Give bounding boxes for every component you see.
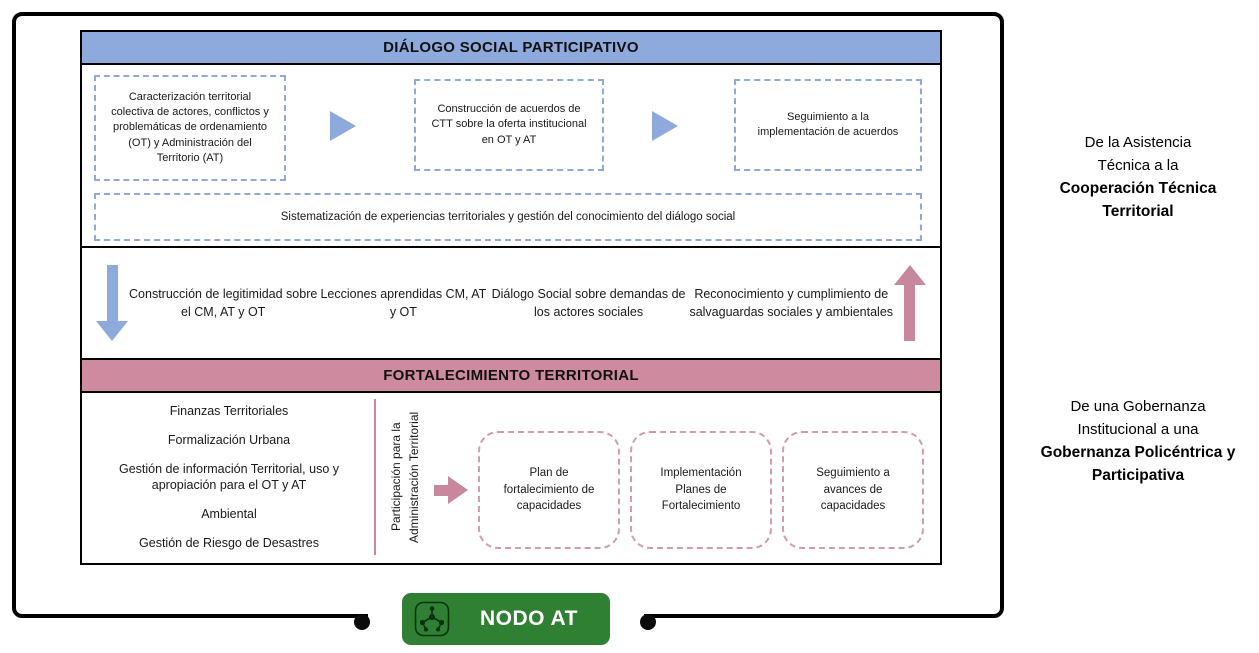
capacity-steps: Plan de fortalecimiento de capacidades I… bbox=[478, 431, 924, 549]
right-arrow-shaft bbox=[434, 484, 448, 496]
nodo-at-badge: NODO AT bbox=[402, 593, 610, 645]
sistematizacion-box: Sistematización de experiencias territor… bbox=[94, 193, 922, 241]
capacity-step-1-label: Plan de fortalecimiento de capacidades bbox=[503, 466, 595, 513]
dialogo-step-1-label: Caracterización territorial colectiva de… bbox=[111, 90, 269, 165]
participacion-label-wrap: Participación para la Administración Ter… bbox=[380, 397, 430, 557]
annotation-gobernanza: De una Gobernanza Institucional a una Go… bbox=[1022, 396, 1254, 488]
dialogo-step-1: Caracterización territorial colectiva de… bbox=[94, 75, 286, 181]
dialogo-step-3: Seguimiento a la implementación de acuer… bbox=[734, 79, 922, 171]
nodo-at-label: NODO AT bbox=[480, 607, 578, 630]
exchange-item-1: Construcción de legitimidad sobre el CM,… bbox=[129, 286, 318, 319]
annotation-1-intro: De la Asistencia Técnica a la bbox=[1084, 134, 1192, 174]
participacion-label: Participación para la Administración Ter… bbox=[389, 411, 421, 543]
right-arrow-icon bbox=[330, 111, 356, 141]
down-arrow-head bbox=[96, 321, 128, 341]
right-arrow-head bbox=[448, 476, 468, 504]
capacity-step-1: Plan de fortalecimiento de capacidades bbox=[478, 431, 620, 549]
dialogo-step-2-label: Construcción de acuerdos de CTT sobre la… bbox=[431, 102, 587, 146]
vertical-divider bbox=[374, 399, 376, 555]
area-item-2: Formalización Urbana bbox=[167, 433, 291, 447]
exchange-item-3: Diálogo Social sobre demandas de los act… bbox=[491, 286, 686, 319]
dialogo-title: DIÁLOGO SOCIAL PARTICIPATIVO bbox=[383, 39, 639, 56]
down-arrow-icon bbox=[96, 265, 128, 341]
area-item-5: Gestión de Riesgo de Desastres bbox=[139, 535, 319, 550]
fortalecimiento-section: Finanzas Territoriales Formalización Urb… bbox=[82, 393, 940, 563]
area-item-1: Finanzas Territoriales bbox=[169, 404, 289, 419]
annotation-cooperacion: De la Asistencia Técnica a la Cooperació… bbox=[1022, 132, 1254, 224]
annotation-2-intro: De una Gobernanza Institucional a una bbox=[1070, 398, 1206, 438]
dialogo-step-3-label: Seguimiento a la implementación de acuer… bbox=[757, 110, 899, 138]
capacity-step-3: Seguimiento a avances de capacidades bbox=[782, 431, 924, 549]
right-arrow-icon bbox=[434, 476, 468, 504]
annotation-1-emphasis: Cooperación Técnica Territorial bbox=[1059, 180, 1217, 221]
dialogo-header: DIÁLOGO SOCIAL PARTICIPATIVO bbox=[82, 32, 940, 65]
exchange-item-4: Reconocimiento y cumplimiento de salvagu… bbox=[689, 286, 894, 319]
sistematizacion-label: Sistematización de experiencias territor… bbox=[280, 210, 736, 223]
dialogo-step-2: Construcción de acuerdos de CTT sobre la… bbox=[414, 79, 604, 171]
right-arrow-icon bbox=[652, 111, 678, 141]
fortalecimiento-title: FORTALECIMIENTO TERRITORIAL bbox=[383, 367, 639, 384]
capacity-step-2: Implementación Planes de Fortalecimiento bbox=[630, 431, 772, 549]
up-arrow-shaft bbox=[904, 285, 916, 341]
exchange-band: Construcción de legitimidad sobre el CM,… bbox=[82, 248, 940, 358]
fortalecimiento-header: FORTALECIMIENTO TERRITORIAL bbox=[82, 358, 940, 393]
down-arrow-shaft bbox=[106, 265, 118, 321]
main-panel: DIÁLOGO SOCIAL PARTICIPATIVO Caracteriza… bbox=[80, 30, 942, 565]
up-arrow-head bbox=[893, 265, 926, 285]
network-icon bbox=[414, 601, 450, 637]
dialogo-section: Caracterización territorial colectiva de… bbox=[82, 65, 940, 248]
capacity-step-2-label: Implementación Planes de Fortalecimiento bbox=[660, 466, 742, 513]
exchange-item-2: Lecciones aprendidas CM, AT y OT bbox=[320, 286, 487, 319]
connector-dot-left bbox=[354, 614, 370, 630]
annotation-2-emphasis: Gobernanza Policéntrica y Participativa bbox=[1040, 444, 1236, 485]
area-item-4: Ambiental bbox=[201, 506, 257, 521]
areas-list: Finanzas Territoriales Formalización Urb… bbox=[86, 397, 372, 557]
up-arrow-icon bbox=[893, 265, 926, 341]
connector-dot-right bbox=[640, 614, 656, 630]
capacity-step-3-label: Seguimiento a avances de capacidades bbox=[816, 466, 890, 513]
area-item-3: Gestión de información Territorial, uso … bbox=[118, 461, 339, 492]
